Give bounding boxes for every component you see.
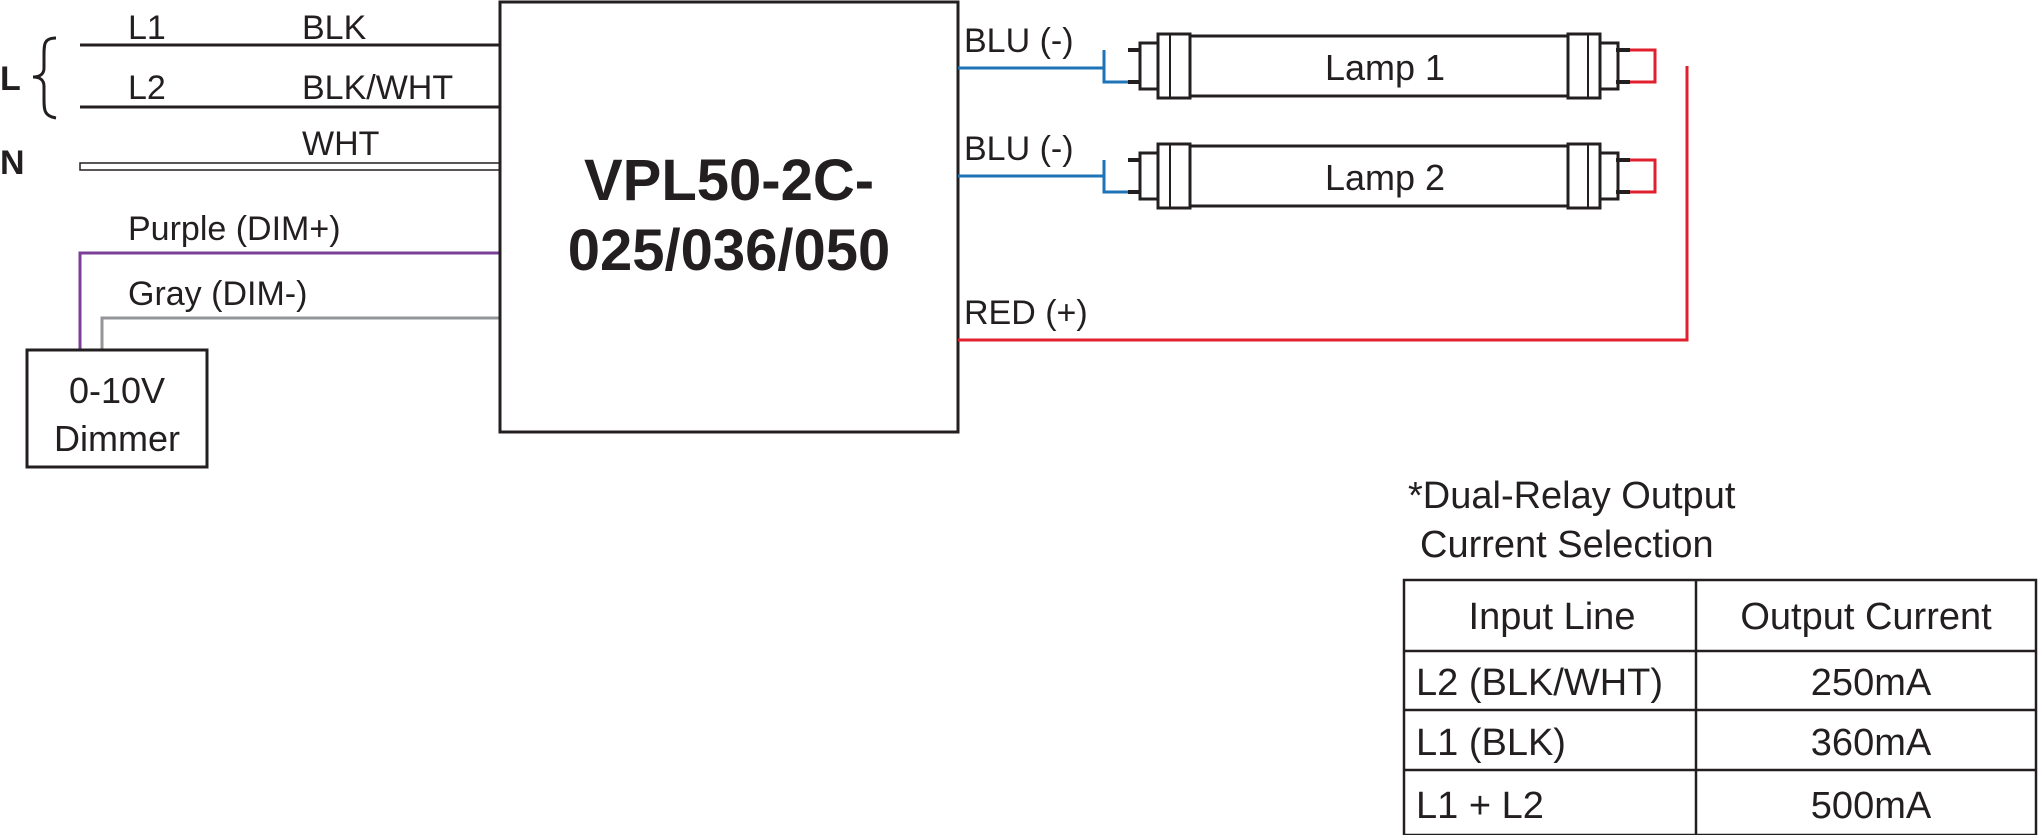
line-group-brace (32, 36, 57, 120)
l2-wire-color-label: BLK/WHT (302, 69, 453, 107)
driver-box (498, 0, 960, 434)
table-cell-input: L2 (BLK/WHT) (1416, 662, 1663, 704)
table-cell-input: L1 + L2 (1416, 785, 1544, 827)
driver-model-line1: VPL50-2C- (584, 148, 874, 213)
red-label: RED (+) (964, 294, 1088, 332)
blu-wire-lamp1-bridge (1102, 50, 1128, 84)
table-cell-input: L1 (BLK) (1416, 722, 1566, 764)
gray-dim-minus-wire (100, 316, 500, 350)
l1-wire-color-label: BLK (302, 9, 367, 47)
l1-label: L1 (128, 9, 166, 47)
red-wire-lamp2-bridge (1628, 158, 1657, 194)
lamp-1-label: Lamp 1 (1325, 47, 1445, 88)
neutral-wire-color-label: WHT (302, 125, 379, 163)
table-header-input-line: Input Line (1469, 596, 1636, 638)
lamp-2 (1128, 142, 1630, 210)
red-wire (958, 66, 1689, 342)
blu-label-lamp2: BLU (-) (964, 130, 1074, 168)
dimmer-label-line2: Dimmer (54, 418, 180, 459)
lamp-1 (1128, 32, 1630, 100)
dim-minus-label: Gray (DIM-) (128, 275, 307, 313)
dimmer-label-line1: 0-10V (69, 370, 165, 411)
table-cell-output: 360mA (1811, 722, 1932, 764)
red-wire-lamp1-bridge (1628, 48, 1657, 84)
table-cell-output: 500mA (1811, 785, 1932, 827)
dimmer-box (25, 348, 209, 469)
l2-label: L2 (128, 69, 166, 107)
lamp-2-label: Lamp 2 (1325, 157, 1445, 198)
purple-dim-plus-wire (78, 251, 500, 350)
blu-wire-lamp2-bridge (1102, 160, 1128, 194)
dim-plus-label: Purple (DIM+) (128, 210, 341, 248)
current-selection-table (1402, 578, 2038, 835)
table-cell-output: 250mA (1811, 662, 1932, 704)
note-line2: Current Selection (1420, 524, 1714, 566)
note-line1: *Dual-Relay Output (1408, 475, 1736, 517)
blu-label-lamp1: BLU (-) (964, 22, 1074, 60)
line-group-label: L (0, 60, 21, 98)
neutral-label: N (0, 144, 25, 182)
driver-model-line2: 025/036/050 (568, 218, 891, 283)
table-header-output-current: Output Current (1740, 596, 1992, 638)
neutral-wire (79, 162, 501, 171)
